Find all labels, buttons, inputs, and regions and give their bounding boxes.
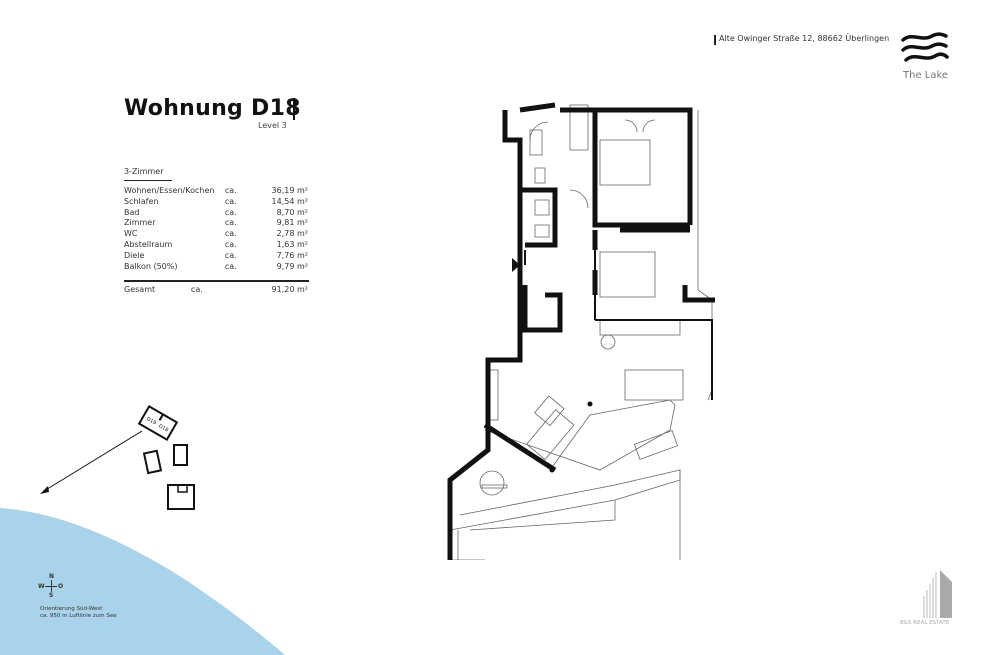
room-prefix: ca. bbox=[224, 239, 237, 249]
site-plan: D19 D18 bbox=[40, 404, 195, 510]
room-area: 36,19 m² bbox=[271, 186, 308, 195]
address-divider bbox=[714, 35, 716, 45]
room-prefix: ca. bbox=[224, 196, 237, 206]
room-area-table: Wohnen/Essen/Kochen ca. 36,19 m² Schlafen ca… bbox=[122, 186, 310, 272]
room-row: WC ca. 2,78 m² bbox=[122, 229, 310, 240]
compass-east: O bbox=[58, 583, 64, 590]
room-area: 1,63 m² bbox=[276, 239, 308, 249]
room-row: Balkon (50%) ca. 9,79 m² bbox=[122, 262, 310, 273]
room-prefix: ca. bbox=[224, 250, 237, 260]
bs-real-estate-name: B&S REAL ESTATE bbox=[900, 620, 950, 626]
room-row: Abstellraum ca. 1,63 m² bbox=[122, 240, 310, 251]
room-area: 14,54 m² bbox=[271, 196, 308, 206]
room-area: 2,78 m² bbox=[276, 229, 308, 239]
total-prefix: ca. bbox=[190, 285, 203, 294]
compass-west: W bbox=[38, 583, 45, 590]
the-lake-logo-icon bbox=[901, 32, 949, 62]
room-prefix: ca. bbox=[224, 261, 237, 271]
room-name: Abstellraum bbox=[124, 239, 173, 249]
room-area: 7,76 m² bbox=[276, 250, 308, 260]
room-name: Balkon (50%) bbox=[124, 261, 178, 271]
address: Alte Owinger Straße 12, 88662 Überlingen bbox=[719, 34, 890, 43]
room-area: 8,70 m² bbox=[276, 207, 308, 217]
room-row: Bad ca. 8,70 m² bbox=[122, 208, 310, 219]
room-name: Schlafen bbox=[124, 196, 159, 206]
compass-south: S bbox=[49, 592, 54, 599]
site-label-d19: D19 bbox=[145, 416, 157, 426]
total-row: Gesamt ca. 91,20 m² bbox=[122, 285, 310, 296]
room-area: 9,81 m² bbox=[276, 218, 308, 228]
room-prefix: ca. bbox=[224, 218, 237, 228]
room-name: WC bbox=[124, 229, 138, 239]
brand-name: The Lake bbox=[903, 70, 949, 81]
direction-arrow bbox=[43, 430, 143, 492]
room-row: Wohnen/Essen/Kochen ca. 36,19 m² bbox=[122, 186, 310, 197]
compass-north: N bbox=[49, 573, 55, 580]
room-name: Zimmer bbox=[124, 218, 156, 228]
total-area: 91,20 m² bbox=[271, 285, 308, 294]
orientation-text: Orientierung Süd-West bbox=[40, 606, 103, 612]
room-prefix: ca. bbox=[224, 207, 237, 217]
floor-plan bbox=[447, 102, 715, 560]
room-area: 9,79 m² bbox=[276, 261, 308, 271]
room-prefix: ca. bbox=[224, 229, 237, 239]
page-title: Wohnung D18 bbox=[124, 96, 301, 121]
level-label: Level 3 bbox=[258, 121, 287, 130]
room-row: Schlafen ca. 14,54 m² bbox=[122, 197, 310, 208]
bs-real-estate-logo-icon bbox=[923, 570, 952, 618]
room-row: Diele ca. 7,76 m² bbox=[122, 251, 310, 262]
room-count-label: 3-Zimmer bbox=[124, 167, 164, 176]
room-name: Diele bbox=[124, 250, 145, 260]
room-prefix: ca. bbox=[224, 186, 237, 195]
compass: N W O S bbox=[38, 573, 68, 603]
total-divider bbox=[124, 280, 309, 282]
room-row: Zimmer ca. 9,81 m² bbox=[122, 218, 310, 229]
divider bbox=[124, 180, 172, 181]
total-label: Gesamt bbox=[124, 285, 156, 294]
title-divider bbox=[293, 98, 295, 120]
room-name: Wohnen/Essen/Kochen bbox=[124, 186, 215, 195]
lake-distance-text: ca. 950 m Luftlinie zum See bbox=[40, 613, 117, 619]
site-label-d18: D18 bbox=[157, 423, 169, 433]
room-name: Bad bbox=[124, 207, 140, 217]
